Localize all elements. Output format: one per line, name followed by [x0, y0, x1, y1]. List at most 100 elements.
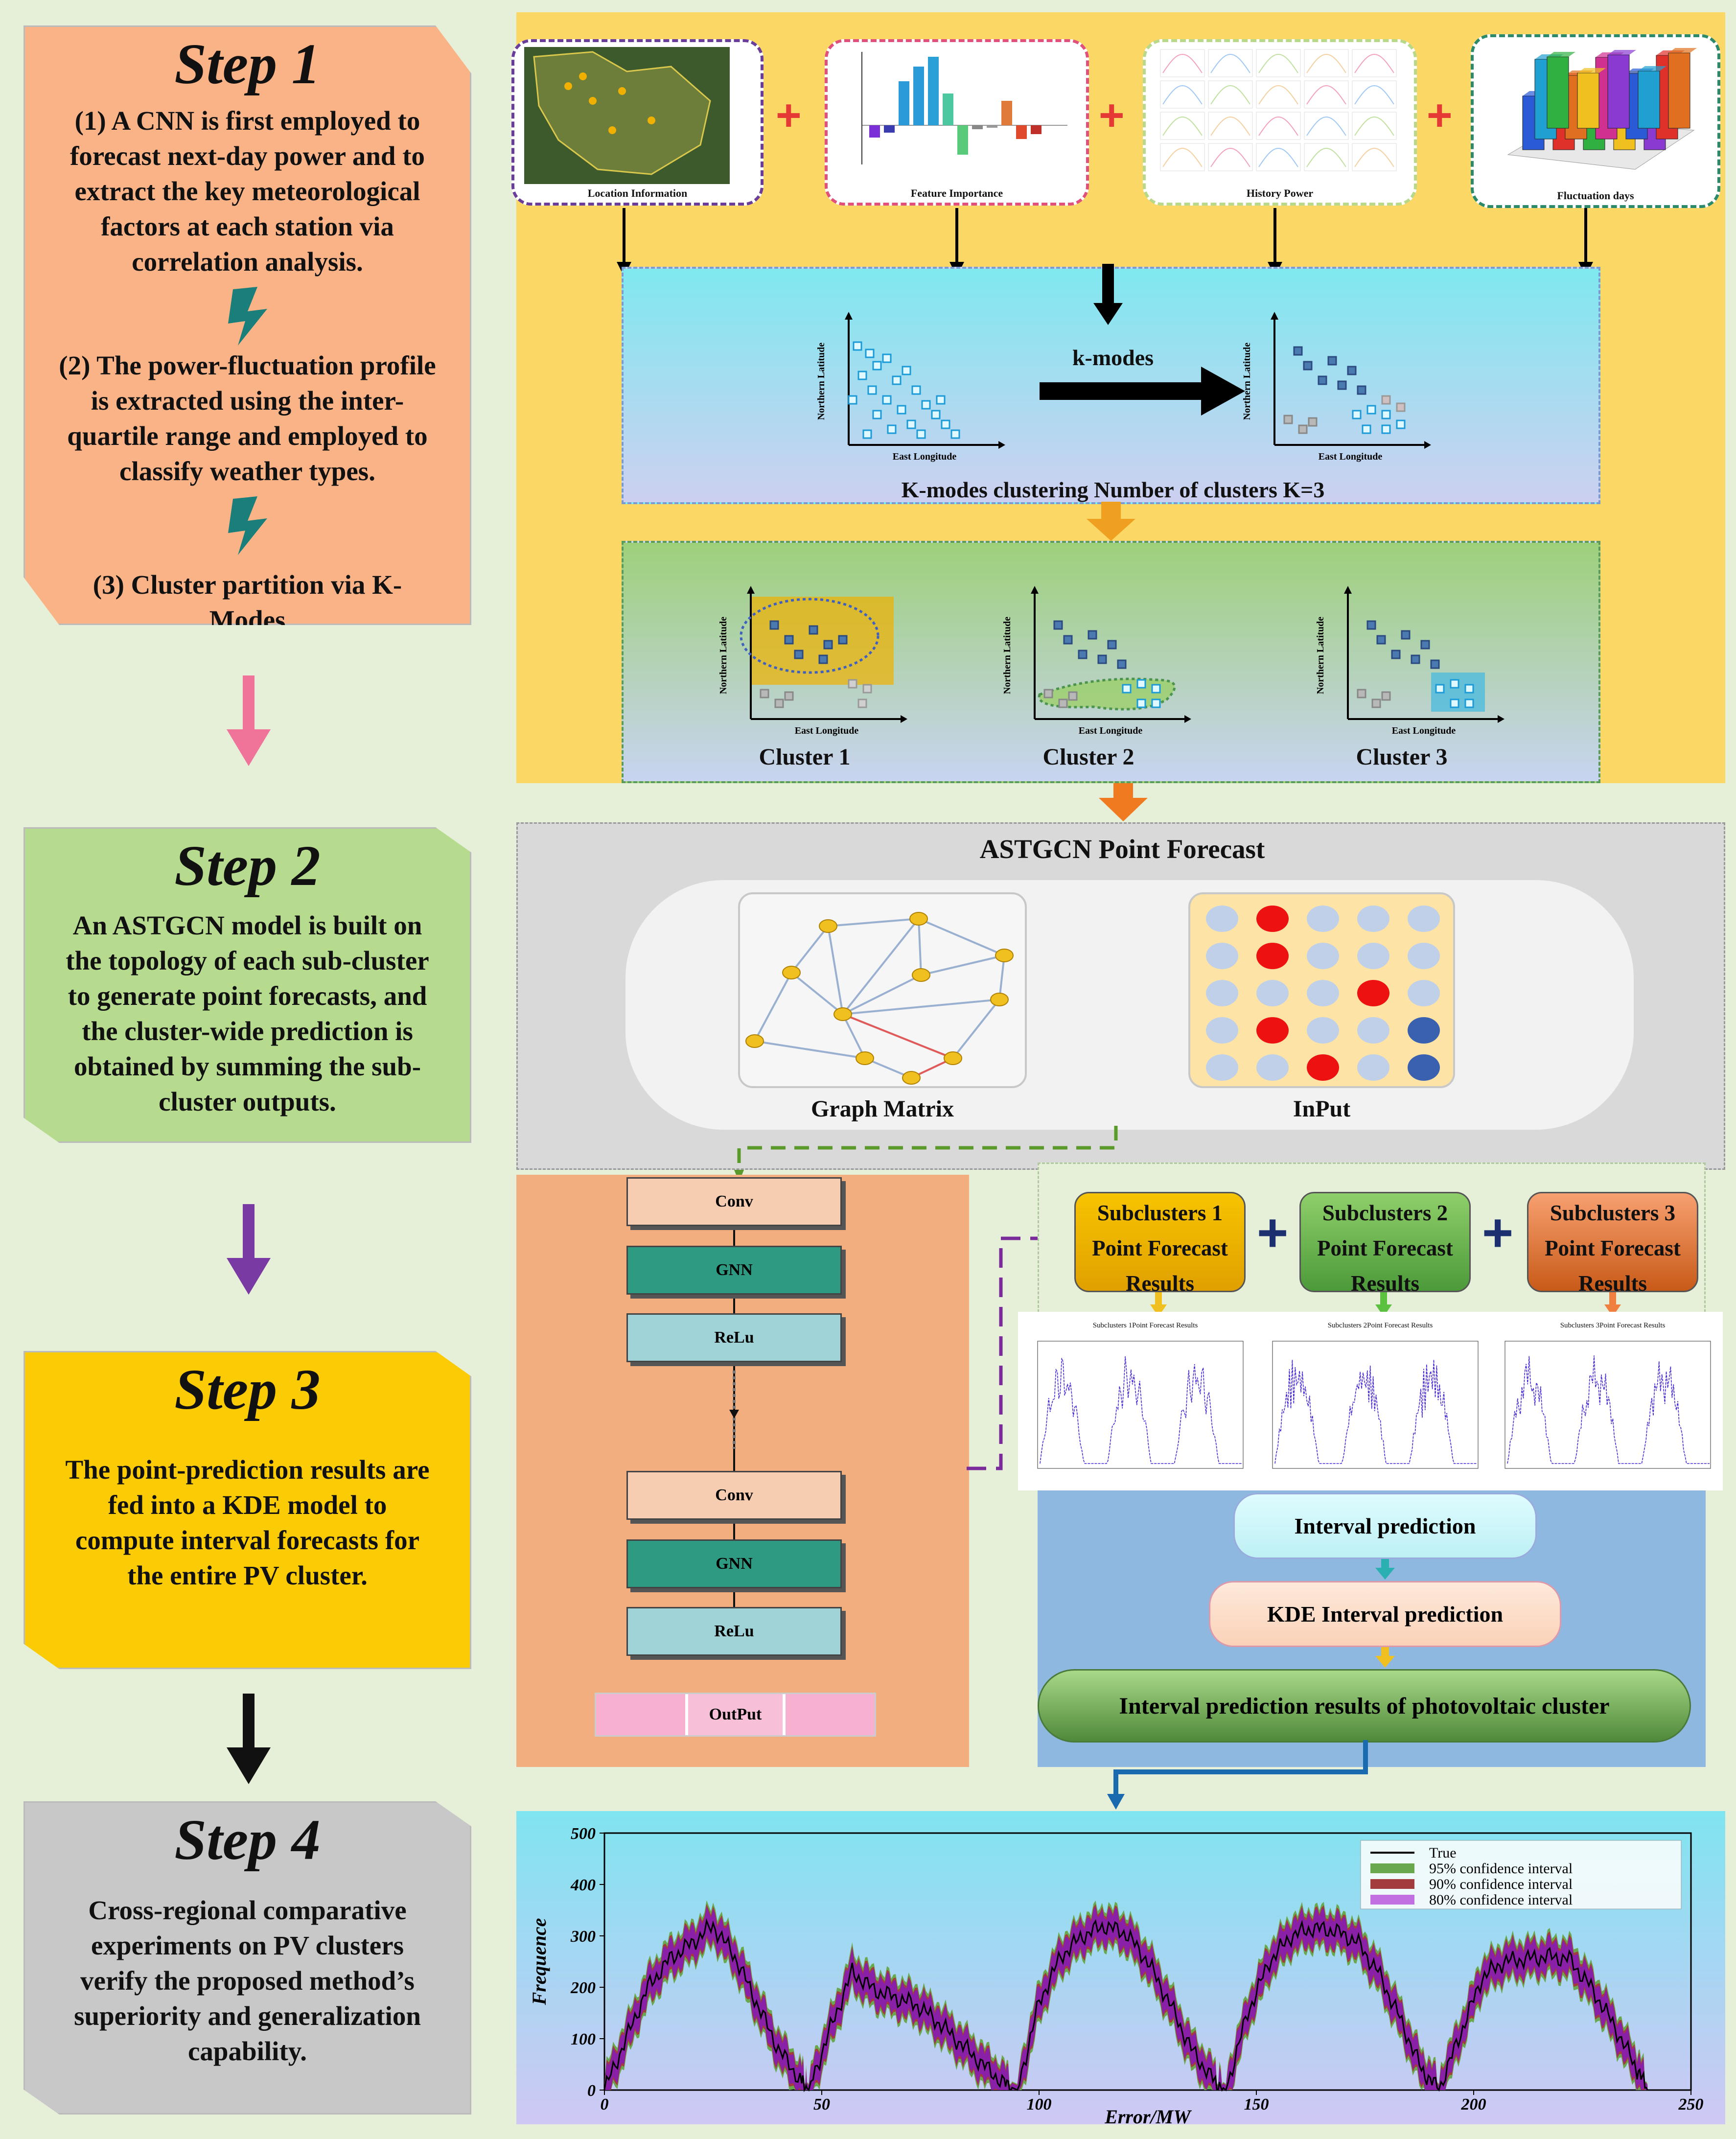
scatter-point	[1396, 402, 1406, 412]
interval-prediction-box: Interval prediction	[1233, 1493, 1537, 1559]
step1-line: classify weather types.	[119, 456, 375, 486]
input-cell	[1206, 1017, 1238, 1044]
graph-edge	[842, 999, 1000, 1015]
scatter-point	[867, 385, 877, 395]
y-arrow	[1344, 586, 1352, 594]
importance-thumb: Feature Importance	[825, 39, 1089, 206]
mini-line	[1162, 53, 1203, 73]
right-arrow-icon	[1040, 367, 1245, 416]
orange-down-arrow-icon	[1087, 502, 1135, 541]
mini-plot	[1352, 49, 1397, 77]
teal-down-arrow-icon	[1375, 1559, 1395, 1580]
legend-label: 90% confidence interval	[1429, 1876, 1573, 1892]
scatter-point	[794, 650, 804, 659]
step4-line: Cross-regional comparative	[88, 1895, 407, 1925]
step1-line: is extracted using the inter-	[91, 386, 404, 416]
input-cell	[1307, 1017, 1339, 1044]
y-tick-label: 100	[571, 2030, 596, 2048]
graph-edge	[790, 972, 844, 1015]
importance-label: Feature Importance	[910, 187, 1003, 199]
mini-line	[1210, 116, 1250, 136]
input-cell	[1256, 980, 1289, 1006]
mini-line	[1210, 85, 1250, 105]
cluster1-label: Cluster 1	[759, 744, 851, 770]
input-cell	[1206, 943, 1238, 969]
graph-edge	[754, 1040, 865, 1059]
step1-line: (2) The power-fluctuation profile	[59, 350, 436, 380]
subplot-3-title: Subclusters 3Point Forecast Results	[1560, 1322, 1666, 1329]
kmodes-arrow-label: k-modes	[1072, 345, 1154, 370]
x-tick-label: 0	[601, 2095, 609, 2114]
x-axis-label: East Longitude	[1392, 725, 1456, 736]
bar3d	[1668, 52, 1690, 129]
graph-edge	[842, 1013, 953, 1059]
step2-text: An ASTGCN model is built on the topology…	[25, 908, 470, 1119]
x-tick-label: 150	[1244, 2095, 1269, 2114]
x-axis-label: Error/MW	[1104, 2106, 1192, 2124]
zigzag-arrow-icon	[228, 287, 267, 346]
subplot-2-title: Subclusters 2Point Forecast Results	[1327, 1322, 1433, 1329]
mini-line	[1306, 53, 1346, 73]
y-tick-label: 500	[571, 1825, 596, 1843]
graph-node	[912, 968, 930, 982]
input-cell	[1307, 980, 1339, 1006]
mini-plot	[1208, 80, 1253, 109]
step2-line: the topology of each sub-cluster	[66, 946, 429, 976]
scatter-point	[936, 395, 946, 405]
y-tick-label: 200	[570, 1979, 596, 1997]
mini-plot	[1256, 49, 1301, 77]
graph-node	[745, 1034, 764, 1048]
legend-swatch	[1370, 1895, 1414, 1905]
step1-title: Step 1	[174, 32, 321, 96]
step2-line: cluster outputs.	[159, 1087, 336, 1116]
map-icon	[524, 47, 730, 184]
scatter-point	[1371, 698, 1381, 708]
interval-prediction-label: Interval prediction	[1294, 1513, 1476, 1538]
subcluster1-line: Point Forecast	[1092, 1236, 1228, 1260]
scatter-point	[1063, 635, 1073, 645]
input-cell	[1256, 906, 1289, 932]
step2-panel: ASTGCN Point Forecast Graph Matrix InPut	[516, 822, 1725, 1170]
legend-label: 95% confidence interval	[1429, 1860, 1573, 1877]
scatter-point	[911, 385, 921, 395]
mini-plot	[1160, 143, 1205, 171]
big-down-arrow-icon	[1093, 264, 1123, 325]
step1-line: (1) A CNN is first employed to	[74, 106, 420, 136]
scatter-point	[1107, 640, 1117, 650]
graph-edge	[918, 918, 1005, 956]
x-axis-label: East Longitude	[795, 725, 859, 736]
scatter-point	[1381, 424, 1391, 434]
scatter-point	[1303, 361, 1313, 371]
x-axis-label: East Longitude	[1079, 725, 1143, 736]
subcluster3-box: Subclusters 3 Point Forecast Results	[1527, 1192, 1698, 1296]
graph-edge	[842, 918, 920, 1015]
graph-node	[990, 993, 1009, 1006]
graph-matrix-label: Graph Matrix	[811, 1096, 954, 1122]
scatter-point	[1381, 395, 1391, 405]
scatter-point	[1293, 346, 1303, 356]
y-axis-label: Northern Latitude	[718, 617, 729, 694]
step3-box: Step 3 The point-prediction results are …	[23, 1351, 471, 1669]
bar3d	[1547, 56, 1569, 129]
mini-plot	[1160, 49, 1205, 77]
subplot-1-title: Subclusters 1Point Forecast Results	[1092, 1322, 1198, 1329]
subcluster3-line: Point Forecast	[1545, 1236, 1681, 1260]
subcluster2-line: Point Forecast	[1317, 1236, 1453, 1260]
mini-line	[1258, 147, 1298, 167]
input-label: InPut	[1293, 1096, 1351, 1122]
input-cell	[1206, 1054, 1238, 1081]
legend-swatch	[1370, 1863, 1414, 1873]
fluctuation-thumb: Fluctuation days	[1471, 34, 1720, 208]
astgcn-title: ASTGCN Point Forecast	[979, 834, 1265, 864]
true-line	[603, 1918, 1648, 2092]
y-tick-label: 400	[570, 1876, 596, 1894]
graph-node	[819, 919, 837, 933]
scatter-point	[1053, 620, 1063, 630]
scatter-point	[1068, 691, 1078, 701]
graph-node	[995, 949, 1014, 962]
subplot-1	[1037, 1341, 1244, 1469]
